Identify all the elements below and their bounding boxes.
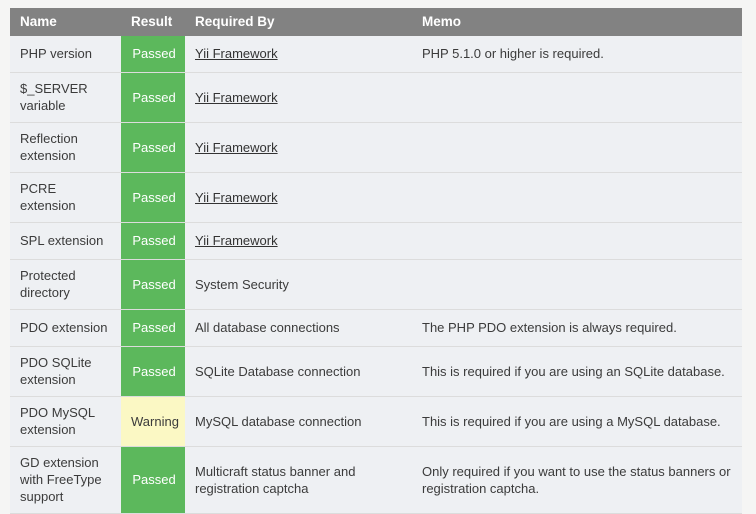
column-header-memo: Memo — [412, 8, 742, 36]
cell-required-by: System Security — [185, 259, 412, 310]
column-header-result: Result — [121, 8, 185, 36]
cell-required-by: Yii Framework — [185, 122, 412, 173]
cell-memo: The PHP PDO extension is always required… — [412, 309, 742, 347]
cell-memo — [412, 172, 742, 223]
cell-memo: This is required if you are using a MySQ… — [412, 396, 742, 447]
memo-text: PHP 5.1.0 or higher is required. — [422, 46, 604, 61]
cell-required-by: MySQL database connection — [185, 396, 412, 447]
required-by-text: MySQL database connection — [195, 413, 362, 429]
status-badge: Passed — [121, 172, 185, 223]
status-badge-label: Warning — [131, 413, 179, 429]
status-badge: Passed — [121, 259, 185, 310]
cell-required-by: Multicraft status banner and registratio… — [185, 446, 412, 514]
required-by-text: All database connections — [195, 320, 340, 335]
cell-name: PCRE extension — [10, 172, 121, 223]
required-by-link[interactable]: Yii Framework — [195, 89, 278, 105]
cell-name: PHP version — [10, 36, 121, 73]
cell-memo: PHP 5.1.0 or higher is required. — [412, 36, 742, 73]
status-badge-label: Passed — [132, 46, 176, 61]
memo-text: This is required if you are using an SQL… — [422, 363, 725, 379]
memo-text: This is required if you are using a MySQ… — [422, 413, 721, 429]
status-badge-label: Passed — [132, 189, 176, 205]
requirement-name: GD extension with FreeType support — [20, 455, 102, 504]
required-by-text: Multicraft status banner and registratio… — [195, 463, 356, 496]
status-badge-label: Passed — [132, 320, 176, 335]
status-badge-label: Passed — [132, 233, 176, 248]
status-badge: Warning — [121, 396, 185, 447]
required-by-link[interactable]: Yii Framework — [195, 233, 278, 248]
cell-name: Protected directory — [10, 259, 121, 310]
requirement-name: $_SERVER variable — [20, 81, 88, 113]
status-badge: Passed — [121, 446, 185, 514]
cell-required-by: Yii Framework — [185, 172, 412, 223]
table-row: Protected directory Passed System Security — [10, 259, 742, 310]
cell-name: PDO extension — [10, 309, 121, 347]
table-row: SPL extension Passed Yii Framework — [10, 222, 742, 260]
requirement-name: Protected directory — [20, 268, 76, 300]
cell-memo — [412, 72, 742, 123]
table-row: PDO SQLite extension Passed SQLite Databas… — [10, 346, 742, 397]
cell-required-by: Yii Framework — [185, 222, 412, 260]
required-by-text: System Security — [195, 276, 289, 292]
requirement-name: PDO MySQL extension — [20, 405, 95, 437]
status-badge-label: Passed — [132, 472, 176, 487]
status-badge-label: Passed — [132, 276, 176, 292]
requirement-name: Reflection extension — [20, 131, 78, 163]
requirements-table: Name Result Required By Memo PHP version… — [10, 8, 742, 514]
table-header-row: Name Result Required By Memo — [10, 8, 742, 36]
status-badge: Passed — [121, 72, 185, 123]
table-row: PDO extension Passed All database connecti… — [10, 309, 742, 347]
status-badge-label: Passed — [132, 139, 176, 155]
requirement-name: PDO SQLite extension — [20, 355, 92, 387]
status-badge: Passed — [121, 346, 185, 397]
cell-required-by: Yii Framework — [185, 72, 412, 123]
required-by-link[interactable]: Yii Framework — [195, 139, 278, 155]
required-by-link[interactable]: Yii Framework — [195, 189, 278, 205]
cell-name: Reflection extension — [10, 122, 121, 173]
cell-memo — [412, 122, 742, 173]
required-by-link[interactable]: Yii Framework — [195, 46, 278, 61]
table-row: Reflection extension Passed Yii Framework — [10, 122, 742, 173]
status-badge: Passed — [121, 309, 185, 347]
memo-text: Only required if you want to use the sta… — [422, 463, 731, 496]
status-badge-label: Passed — [132, 363, 176, 379]
requirements-page: Name Result Required By Memo PHP version… — [10, 8, 742, 514]
status-badge: Passed — [121, 36, 185, 73]
cell-memo: Only required if you want to use the sta… — [412, 446, 742, 514]
cell-memo — [412, 259, 742, 310]
cell-memo — [412, 222, 742, 260]
table-row: PHP version Passed Yii Framework PHP 5.1.0 … — [10, 36, 742, 73]
table-row: PCRE extension Passed Yii Framework — [10, 172, 742, 223]
cell-required-by: SQLite Database connection — [185, 346, 412, 397]
status-badge-label: Passed — [132, 89, 176, 105]
status-badge: Passed — [121, 122, 185, 173]
memo-text: The PHP PDO extension is always required… — [422, 320, 677, 335]
cell-memo: This is required if you are using an SQL… — [412, 346, 742, 397]
table-row: $_SERVER variable Passed Yii Framework — [10, 72, 742, 123]
cell-name: GD extension with FreeType support — [10, 446, 121, 514]
cell-required-by: All database connections — [185, 309, 412, 347]
required-by-text: SQLite Database connection — [195, 363, 361, 379]
column-header-name: Name — [10, 8, 121, 36]
cell-name: $_SERVER variable — [10, 72, 121, 123]
table-header: Name Result Required By Memo — [10, 8, 742, 36]
requirement-name: PHP version — [20, 46, 93, 61]
column-header-required-by: Required By — [185, 8, 412, 36]
requirement-name: SPL extension — [20, 233, 104, 248]
requirement-name: PCRE extension — [20, 181, 76, 213]
cell-name: PDO SQLite extension — [10, 346, 121, 397]
status-badge: Passed — [121, 222, 185, 260]
table-row: GD extension with FreeType support Passed… — [10, 446, 742, 514]
cell-required-by: Yii Framework — [185, 36, 412, 73]
table-row: PDO MySQL extension Warning MySQL database… — [10, 396, 742, 447]
requirement-name: PDO extension — [20, 320, 108, 335]
cell-name: SPL extension — [10, 222, 121, 260]
cell-name: PDO MySQL extension — [10, 396, 121, 447]
